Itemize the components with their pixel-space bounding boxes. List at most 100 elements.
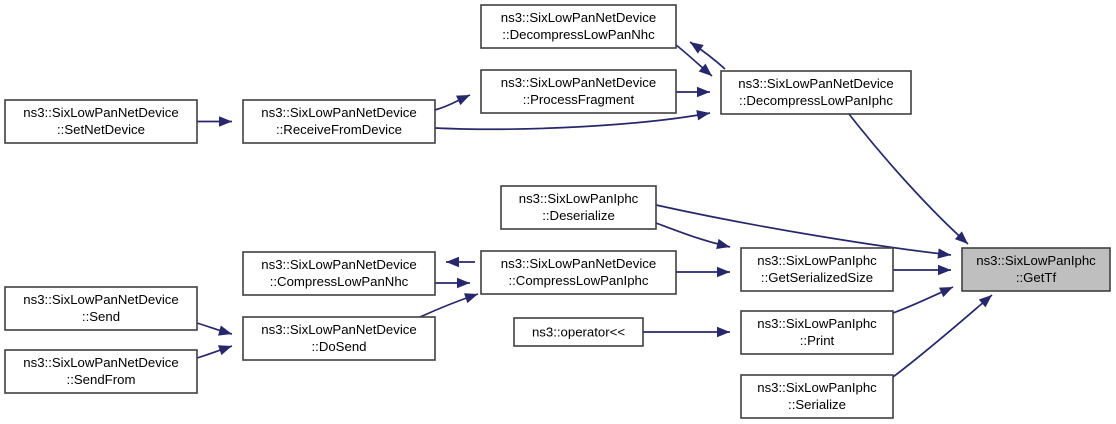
node-box[interactable] — [242, 316, 436, 361]
node-box[interactable] — [4, 99, 198, 144]
node-label-line2: ::DecompressLowPanIphc — [739, 93, 893, 108]
edge-receivefromdevice-to-processfragment — [434, 94, 471, 111]
node-box[interactable] — [740, 247, 894, 292]
node-print[interactable]: ns3::SixLowPanIphc::Print — [740, 310, 894, 355]
arrow-head-icon — [218, 345, 232, 356]
edge-decompresslowpaniphc-to-gettf — [848, 113, 969, 245]
node-label-line2: ::Serialize — [788, 397, 846, 412]
node-label-line2: ::Send — [82, 309, 120, 324]
arrow-head-icon — [696, 110, 710, 121]
node-label-line1: ns3::operator<< — [532, 324, 625, 339]
edge-line — [434, 112, 711, 131]
node-box[interactable] — [4, 286, 198, 331]
edge-dosend-to-compresslowpaniphc — [419, 293, 479, 318]
arrow-head-icon — [717, 326, 730, 338]
node-sendfrom[interactable]: ns3::SixLowPanNetDevice::SendFrom — [4, 349, 198, 394]
edge-decompresslowpannhc-to-decompresslowpaniphc — [675, 44, 713, 77]
node-compresslowpannhc[interactable]: ns3::SixLowPanNetDevice::CompressLowPanN… — [242, 251, 436, 296]
node-box[interactable] — [480, 4, 677, 49]
edge-compresslowpaniphc-to-compresslowpannhc — [446, 256, 475, 268]
arrow-head-icon — [978, 295, 992, 308]
node-label-line2: ::GetTf — [1016, 270, 1057, 285]
edge-receivefromdevice-to-decompresslowpaniphc — [434, 110, 711, 131]
edge-getserializedsize-to-gettf — [893, 264, 951, 276]
node-box[interactable] — [740, 374, 894, 419]
node-setnetdevice[interactable]: ns3::SixLowPanNetDevice::SetNetDevice — [4, 99, 198, 144]
node-label-line1: ns3::SixLowPanIphc — [976, 253, 1096, 268]
node-box[interactable] — [480, 250, 677, 295]
node-deserialize[interactable]: ns3::SixLowPanIphc::Deserialize — [500, 185, 657, 230]
node-operator[interactable]: ns3::operator<< — [513, 317, 644, 347]
node-box[interactable] — [242, 251, 436, 296]
edge-serialize-to-gettf — [892, 294, 993, 378]
node-label-line2: ::Print — [800, 333, 835, 348]
edge-line — [848, 113, 969, 245]
edge-setnetdevice-to-receivefromdevice — [197, 116, 232, 127]
node-receivefromdevice[interactable]: ns3::SixLowPanNetDevice::ReceiveFromDevi… — [242, 99, 436, 144]
nodes-layer: ns3::SixLowPanNetDevice::SetNetDevicens3… — [4, 4, 1111, 419]
node-label-line2: ::CompressLowPanIphc — [508, 273, 648, 288]
node-label-line2: ::ReceiveFromDevice — [276, 122, 402, 137]
node-label-line1: ns3::SixLowPanNetDevice — [501, 10, 656, 25]
arrow-head-icon — [456, 95, 470, 106]
edge-processfragment-to-decompresslowpaniphc — [676, 86, 710, 98]
node-label-line2: ::SetNetDevice — [57, 122, 145, 137]
node-send[interactable]: ns3::SixLowPanNetDevice::Send — [4, 286, 198, 331]
node-box[interactable] — [740, 310, 894, 355]
edge-deserialize-to-gettf — [655, 204, 952, 259]
node-gettf[interactable]: ns3::SixLowPanIphc::GetTf — [961, 247, 1111, 292]
arrow-head-icon — [446, 256, 459, 268]
node-label-line1: ns3::SixLowPanNetDevice — [261, 105, 416, 120]
arrow-head-icon — [697, 86, 710, 98]
node-label-line1: ns3::SixLowPanNetDevice — [261, 322, 416, 337]
node-label-line2: ::DoSend — [312, 339, 367, 354]
arrow-head-icon — [698, 63, 712, 76]
node-label-line1: ns3::SixLowPanNetDevice — [501, 75, 656, 90]
edges-layer — [196, 41, 993, 378]
node-decompresslowpaniphc[interactable]: ns3::SixLowPanNetDevice::DecompressLowPa… — [720, 70, 912, 115]
node-label-line1: ns3::SixLowPanNetDevice — [23, 292, 178, 307]
node-getserializedsize[interactable]: ns3::SixLowPanIphc::GetSerializedSize — [740, 247, 894, 292]
node-box[interactable] — [242, 99, 436, 144]
node-label-line2: ::DecompressLowPanNhc — [502, 27, 655, 42]
edge-print-to-gettf — [892, 286, 954, 314]
arrow-head-icon — [219, 116, 232, 127]
node-label-line1: ns3::SixLowPanNetDevice — [261, 257, 416, 272]
node-box[interactable] — [480, 69, 677, 114]
arrow-head-icon — [954, 231, 968, 244]
node-box[interactable] — [4, 349, 198, 394]
edge-decompresslowpaniphc-to-decompresslowpannhc — [689, 41, 726, 70]
arrow-head-icon — [464, 293, 478, 304]
edge-sendfrom-to-dosend — [196, 345, 233, 359]
edge-line — [655, 204, 952, 256]
arrow-head-icon — [218, 325, 232, 336]
node-label-line2: ::Deserialize — [542, 208, 615, 223]
node-label-line1: ns3::SixLowPanNetDevice — [501, 256, 656, 271]
node-label-line2: ::SendFrom — [67, 372, 136, 387]
edge-send-to-dosend — [196, 322, 233, 336]
arrow-head-icon — [716, 238, 730, 249]
node-label-line2: ::GetSerializedSize — [761, 270, 873, 285]
node-processfragment[interactable]: ns3::SixLowPanNetDevice::ProcessFragment — [480, 69, 677, 114]
node-compresslowpaniphc[interactable]: ns3::SixLowPanNetDevice::CompressLowPanI… — [480, 250, 677, 295]
edge-compresslowpannhc-to-compresslowpaniphc — [435, 277, 470, 289]
node-label-line1: ns3::SixLowPanIphc — [757, 253, 877, 268]
node-label-line2: ::CompressLowPanNhc — [270, 274, 409, 289]
arrow-head-icon — [937, 248, 951, 259]
edge-operator-to-print — [643, 326, 730, 338]
node-label-line1: ns3::SixLowPanIphc — [757, 316, 877, 331]
node-label-line1: ns3::SixLowPanIphc — [757, 380, 877, 395]
arrow-head-icon — [690, 42, 704, 54]
node-box[interactable] — [720, 70, 912, 115]
node-box[interactable] — [513, 317, 644, 347]
node-decompresslowpannhc[interactable]: ns3::SixLowPanNetDevice::DecompressLowPa… — [480, 4, 677, 49]
node-box-highlighted[interactable] — [961, 247, 1111, 292]
arrow-head-icon — [717, 266, 730, 278]
node-dosend[interactable]: ns3::SixLowPanNetDevice::DoSend — [242, 316, 436, 361]
node-box[interactable] — [500, 185, 657, 230]
node-label-line1: ns3::SixLowPanNetDevice — [738, 76, 893, 91]
node-label-line1: ns3::SixLowPanIphc — [519, 191, 639, 206]
node-serialize[interactable]: ns3::SixLowPanIphc::Serialize — [740, 374, 894, 419]
